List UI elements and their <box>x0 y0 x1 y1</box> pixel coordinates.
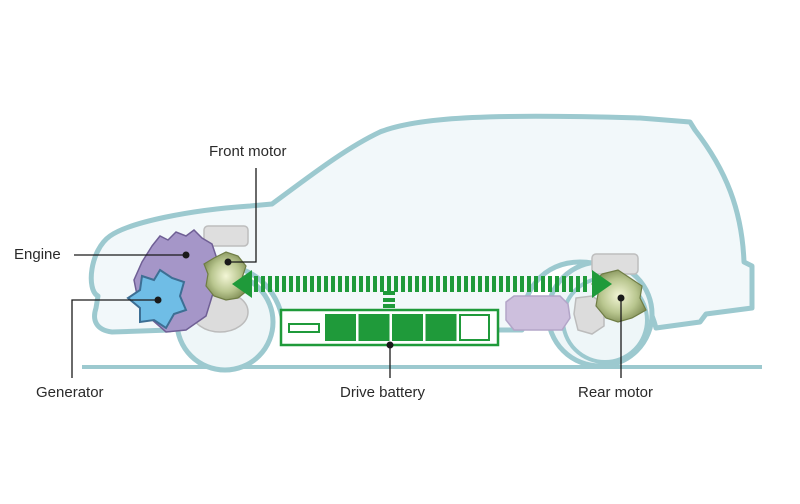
generator-leader <box>71 299 158 378</box>
battery-cell-filled <box>425 314 457 341</box>
energy-flow-dash <box>275 276 279 292</box>
energy-flow-dash <box>289 276 293 292</box>
drive-battery <box>279 308 500 347</box>
energy-flow-dash <box>261 276 265 292</box>
engine-dot <box>182 251 190 259</box>
energy-flow-dash <box>471 276 475 292</box>
label-engine: Engine <box>14 246 61 263</box>
battery-dot <box>386 341 394 349</box>
energy-flow-dash <box>366 276 370 292</box>
energy-flow-dash <box>268 276 272 292</box>
front-motor-leader <box>228 168 257 263</box>
leader-lines <box>71 168 622 378</box>
energy-flow-dash <box>422 276 426 292</box>
rear-purple-unit <box>505 295 571 331</box>
energy-flow-dash <box>457 276 461 292</box>
energy-flow-dash <box>555 276 559 292</box>
battery-cell-empty <box>459 314 490 341</box>
energy-flow-dash <box>450 276 454 292</box>
energy-flow-dash <box>583 276 587 292</box>
energy-flow-dash <box>576 276 580 292</box>
label-front-motor: Front motor <box>209 143 287 160</box>
energy-flow-dash <box>373 276 377 292</box>
energy-flow-dash <box>359 276 363 292</box>
front-motor-shape <box>203 251 249 301</box>
energy-flow-dash <box>338 276 342 292</box>
energy-flow-dash <box>548 276 552 292</box>
energy-flow-dash <box>429 276 433 292</box>
energy-flow-dash <box>387 276 391 292</box>
rear-motor-dot <box>617 294 625 302</box>
energy-flow-dash <box>331 276 335 292</box>
energy-flow-dash <box>394 276 398 292</box>
energy-flow-dash <box>352 276 356 292</box>
energy-flow-dash <box>562 276 566 292</box>
arrowhead-left <box>232 270 252 298</box>
energy-flow-dash <box>541 276 545 292</box>
battery-cell-filled <box>358 314 390 341</box>
energy-flow-dash <box>310 276 314 292</box>
energy-flow-dash <box>569 276 573 292</box>
label-rear-motor: Rear motor <box>578 384 654 401</box>
energy-flow-dash <box>492 276 496 292</box>
energy-flow-dash <box>506 276 510 292</box>
energy-flow-dash <box>534 276 538 292</box>
energy-flow-dash <box>401 276 405 292</box>
energy-flow-dash <box>436 276 440 292</box>
battery-cell-filled <box>392 314 423 341</box>
front-upper-box <box>203 225 249 247</box>
front-motor-dot <box>224 258 232 266</box>
energy-flow-dash <box>443 276 447 292</box>
battery-cell-filled <box>325 314 356 341</box>
energy-flow-dash <box>485 276 489 292</box>
energy-flow-dash <box>513 276 517 292</box>
battery-terminal <box>288 323 320 333</box>
energy-flow-dash <box>464 276 468 292</box>
energy-flow-arrow <box>232 270 612 298</box>
arrowhead-right <box>592 270 612 298</box>
generator-dot <box>154 296 162 304</box>
battery-connector <box>383 291 395 308</box>
energy-flow-dash <box>282 276 286 292</box>
label-drive-battery: Drive battery <box>340 384 426 401</box>
energy-flow-dash <box>499 276 503 292</box>
energy-flow-dash <box>478 276 482 292</box>
energy-flow-dash <box>380 276 384 292</box>
energy-flow-dash <box>527 276 531 292</box>
energy-flow-dash <box>296 276 300 292</box>
label-generator: Generator <box>36 384 104 401</box>
energy-flow-dash <box>324 276 328 292</box>
energy-flow-dash <box>415 276 419 292</box>
energy-flow-dash <box>408 276 412 292</box>
energy-flow-dash <box>520 276 524 292</box>
energy-flow-dash <box>345 276 349 292</box>
energy-flow-dash <box>303 276 307 292</box>
energy-flow-dash <box>317 276 321 292</box>
energy-flow-dash <box>254 276 258 292</box>
